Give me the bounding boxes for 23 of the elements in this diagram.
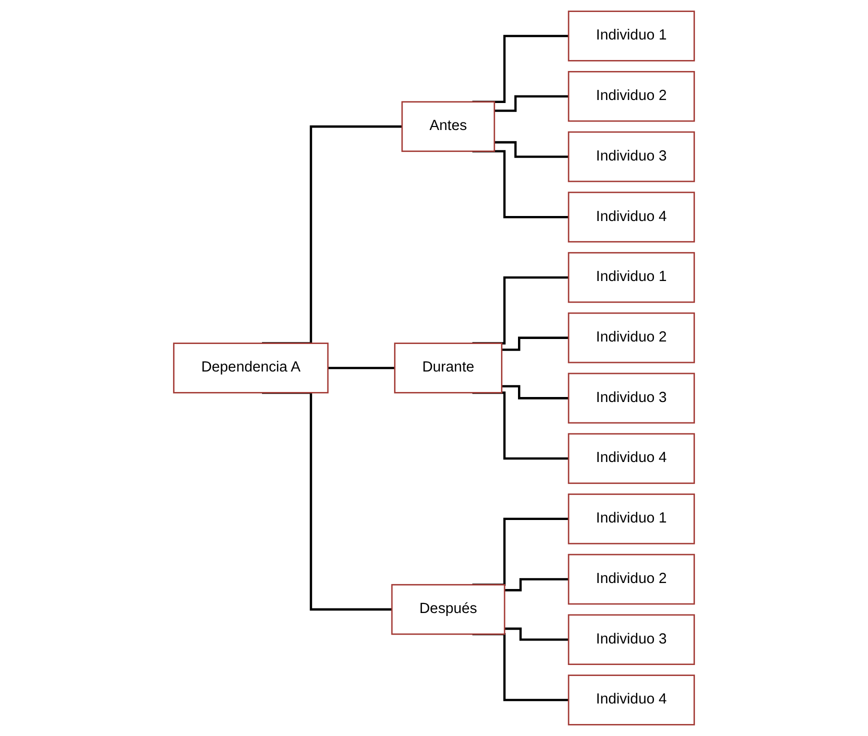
node-box: Individuo 3 — [568, 131, 695, 182]
node-box: Individuo 2 — [568, 554, 695, 605]
connector — [502, 336, 569, 351]
node-box: Individuo 3 — [568, 372, 695, 424]
connector — [494, 141, 569, 158]
node-box: Individuo 3 — [568, 614, 695, 665]
node-box: Después — [391, 584, 506, 635]
node-box: Antes — [401, 101, 496, 152]
node-box: Individuo 1 — [568, 494, 695, 544]
node-box: Individuo 1 — [568, 10, 695, 62]
node-box: Individuo 1 — [568, 252, 695, 303]
node-box: Individuo 2 — [568, 71, 695, 122]
node-box: Individuo 4 — [568, 674, 695, 726]
connector — [502, 385, 569, 400]
connector — [504, 628, 569, 641]
node-box: Individuo 2 — [568, 312, 695, 364]
connector — [494, 95, 569, 112]
connector — [504, 578, 569, 592]
node-box: Dependencia A — [173, 342, 329, 394]
node-box: Durante — [394, 342, 502, 394]
node-box: Individuo 4 — [568, 192, 695, 242]
connector — [328, 366, 395, 370]
node-box: Individuo 4 — [568, 433, 695, 484]
